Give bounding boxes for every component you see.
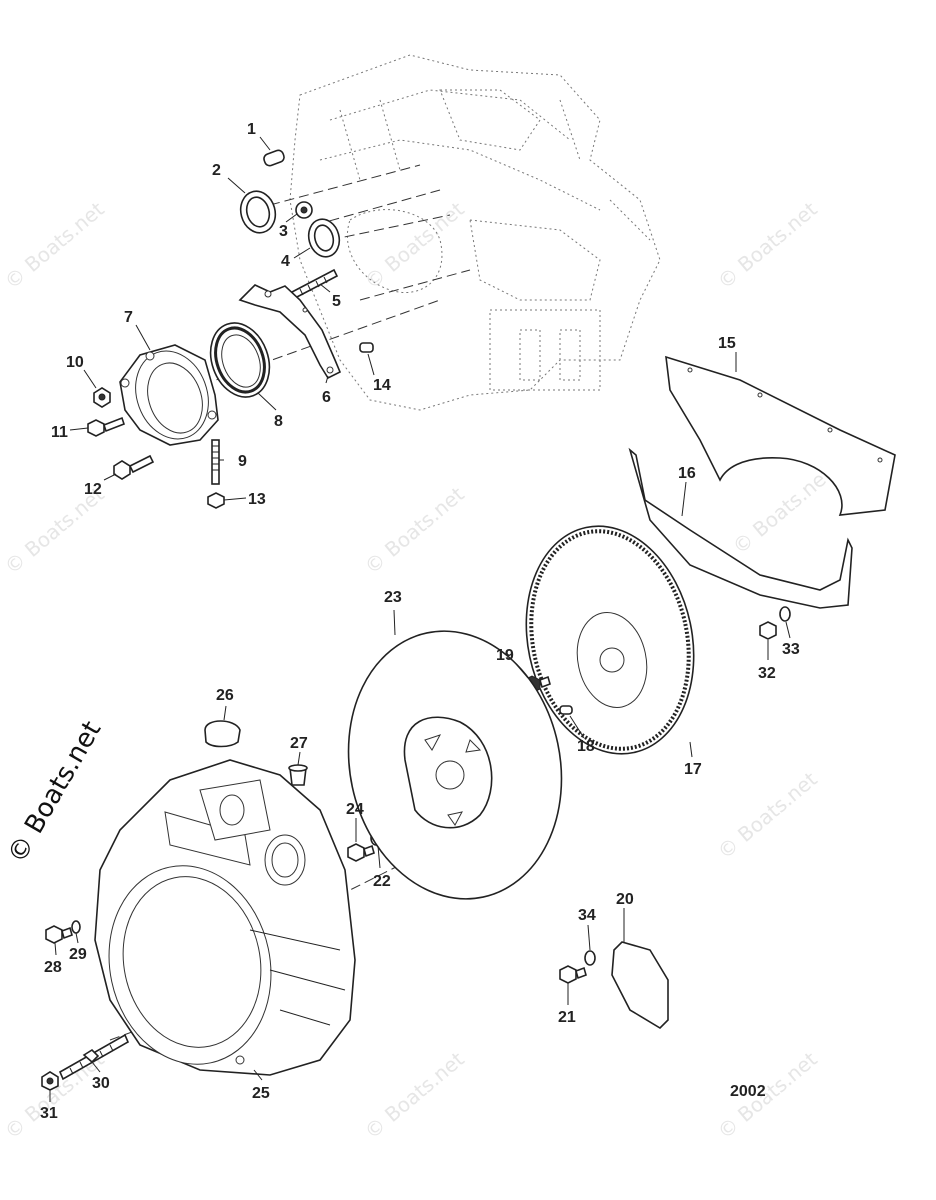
callout-32: 32 — [758, 665, 776, 682]
callout-22: 22 — [373, 873, 391, 890]
part-1-dowel-pin — [263, 149, 285, 167]
part-28-bolt — [45, 925, 73, 944]
part-9-stud — [211, 439, 220, 485]
part-2-seal — [239, 190, 277, 234]
callout-7: 7 — [124, 309, 133, 326]
callout-27: 27 — [290, 735, 308, 752]
part-4-seal — [307, 218, 341, 258]
callout-labels: 1 2 3 4 5 6 7 8 9 10 11 12 13 14 15 16 1… — [40, 121, 800, 1122]
part-30-long-bolt — [58, 1033, 130, 1081]
part-3-plug — [295, 201, 313, 219]
part-12-bolt — [113, 454, 155, 480]
callout-11: 11 — [51, 424, 68, 441]
callout-5: 5 — [332, 293, 341, 310]
callout-13: 13 — [248, 491, 266, 508]
watermark: © Boats.net — [0, 197, 109, 294]
callout-28: 28 — [44, 959, 62, 976]
part-24-bolt — [347, 843, 375, 862]
callout-15: 15 — [718, 335, 736, 352]
callout-2: 2 — [212, 162, 221, 179]
callout-8: 8 — [274, 413, 283, 430]
watermark: © Boats.net — [360, 482, 469, 579]
callout-30: 30 — [92, 1075, 110, 1092]
part-14-pin — [359, 342, 374, 353]
callout-24: 24 — [346, 801, 364, 818]
part-5-stud — [290, 268, 339, 300]
callout-19: 19 — [496, 647, 514, 664]
part-25-bell-housing — [94, 759, 356, 1076]
callout-33: 33 — [782, 641, 800, 658]
part-8-crank-seal — [209, 322, 271, 398]
callout-23: 23 — [384, 589, 402, 606]
watermark: © Boats.net — [713, 197, 822, 294]
callout-21: 21 — [558, 1009, 576, 1026]
part-18-dowel — [559, 705, 573, 715]
callout-10: 10 — [66, 354, 84, 371]
callout-4: 4 — [281, 253, 290, 270]
callout-20: 20 — [616, 891, 634, 908]
watermark: © Boats.net — [713, 767, 822, 864]
engine-block-outline — [289, 54, 661, 411]
copyright-label: © Boats.net — [2, 716, 107, 868]
callout-9: 9 — [238, 453, 247, 470]
callout-34: 34 — [578, 907, 596, 924]
part-21-bolt — [559, 965, 587, 984]
part-26-plug-cap — [204, 720, 241, 748]
callout-6: 6 — [322, 389, 331, 406]
callout-25: 25 — [252, 1085, 270, 1102]
watermark: © Boats.net — [360, 197, 469, 294]
callout-31: 31 — [40, 1105, 58, 1122]
callout-14: 14 — [373, 377, 391, 394]
part-16-gasket — [628, 447, 853, 609]
callout-29: 29 — [69, 946, 87, 963]
callout-1: 1 — [247, 121, 256, 138]
leader-lines — [49, 136, 791, 1102]
part-33-washer — [779, 606, 791, 622]
part-7-seal-housing — [119, 344, 219, 446]
part-29-washer — [71, 920, 81, 934]
part-11-bolt — [87, 416, 125, 437]
part-17-flywheel — [525, 525, 695, 755]
watermark: © Boats.net — [360, 1047, 469, 1144]
part-13-nut — [207, 492, 225, 509]
part-32-bolt — [759, 621, 777, 640]
callout-26: 26 — [216, 687, 234, 704]
part-20-cover-plate — [611, 941, 669, 1030]
part-27-bushing — [288, 764, 308, 786]
callout-17: 17 — [684, 761, 702, 778]
part-6-rear-plate — [238, 284, 342, 380]
figure-number: 2002 — [730, 1083, 766, 1100]
callout-16: 16 — [678, 465, 696, 482]
callout-18: 18 — [577, 738, 595, 755]
part-23-flex-plate — [347, 630, 563, 900]
part-34-washer — [584, 950, 596, 966]
callout-12: 12 — [84, 481, 102, 498]
part-31-nut — [41, 1071, 59, 1091]
part-15-cover — [665, 355, 896, 516]
part-10-nut — [93, 387, 111, 408]
watermark: © Boats.net — [728, 462, 837, 559]
callout-3: 3 — [279, 223, 288, 240]
